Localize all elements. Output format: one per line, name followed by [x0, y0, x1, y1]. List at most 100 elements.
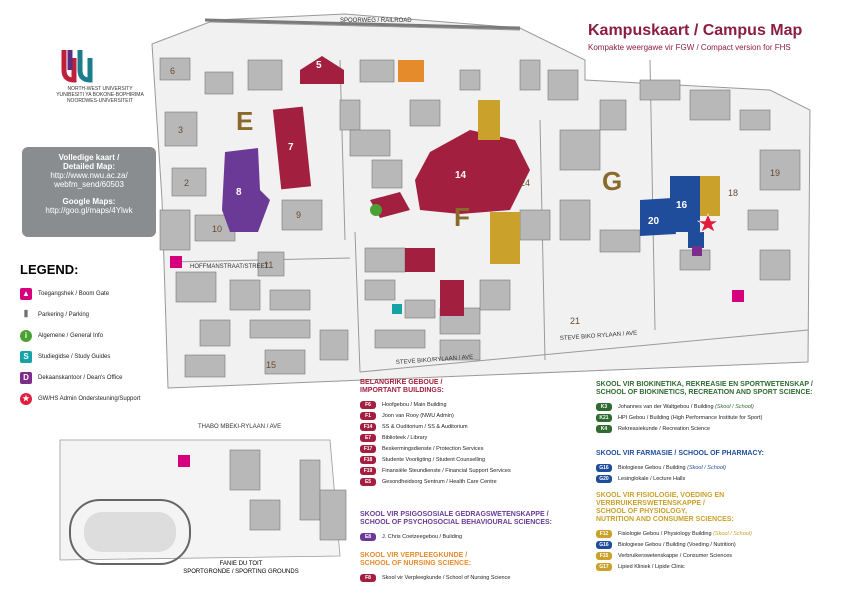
list-item: F17 Beskermingsdienste / Protection Servi… [360, 443, 590, 454]
building-label-extra: (Skool / School) [715, 403, 754, 410]
legend-item-parking: ⦀ Parkering / Parking [20, 304, 180, 325]
building-label: Finansiële Steundienste / Financial Supp… [382, 467, 511, 474]
label-building-11: 11 [264, 260, 273, 270]
label-building-2: 2 [184, 178, 189, 188]
label-building-8: 8 [236, 187, 242, 198]
legend-label: Dekaanskantoor / Dean's Office [38, 374, 123, 381]
label-building-21-right: 21 [570, 316, 580, 326]
physiology-section: SKOOL VIR FISIOLOGIE, VOEDING EN VERBRUI… [596, 492, 846, 572]
legend-title: LEGEND: [20, 262, 79, 277]
building-label: Beskermingsdienste / Protection Services [382, 445, 484, 452]
building-code-badge: F6 [360, 400, 376, 409]
building-code-badge: F1 [360, 411, 376, 420]
building-12 [405, 248, 435, 272]
google-maps-url[interactable]: http://goo.gl/maps/4Ylwk [45, 206, 133, 215]
page-subtitle: Kompakte weergawe vir FGW / Compact vers… [588, 43, 791, 52]
building-code-badge: G16 [596, 540, 612, 549]
page-title: Kampuskaart / Campus Map [588, 22, 803, 39]
building-label: Rekreasiekunde / Recreation Science [618, 425, 711, 432]
legend-label: Toegangshek / Boom Gate [38, 290, 110, 297]
building-label: HPI Gebou / Building (High Performance I… [618, 414, 763, 421]
deans-office-marker-icon[interactable] [692, 246, 702, 256]
building-code-badge: F8 [360, 573, 376, 582]
zone-e: E [236, 106, 253, 136]
label-building-10: 10 [212, 224, 222, 234]
psychosocial-section: SKOOL VIR PSIGOSOSIALE GEDRAGSWETENSKAPP… [360, 511, 600, 542]
building-17 [440, 280, 464, 316]
admin-support-icon: ★ [20, 392, 32, 405]
important-buildings-section: BELANGRIKE GEBOUE / IMPORTANT BUILDINGS:… [360, 379, 590, 487]
building-code-badge: F17 [360, 444, 376, 453]
building-code-badge: K3 [596, 402, 612, 411]
building-code-badge: G16 [596, 463, 612, 472]
building-label: Verbruikerswetenskappe / Consumer Scienc… [618, 552, 733, 559]
building-label: SS & Ouditorium / SS & Auditorium [382, 423, 468, 430]
sports-grounds-caption: SPORTGRONDE / SPORTING GROUNDS [183, 569, 299, 575]
legend-item-boom-gate: ▲ Toegangshek / Boom Gate [20, 283, 180, 304]
nwu-logo-icon [61, 50, 93, 83]
building-label: Lipied Kliniek / Lipide Clinic [618, 563, 685, 570]
building-code-badge: G20 [596, 474, 612, 483]
building-4 [478, 100, 500, 140]
label-building-5: 5 [316, 60, 322, 71]
boom-gate-icon [732, 290, 744, 302]
boom-gate-icon [170, 256, 182, 268]
sports-grounds-label: FANIE DU TOIT SPORTGRONDE / SPORTING GRO… [176, 560, 306, 576]
building-code-badge: E5 [360, 477, 376, 486]
building-15 [490, 212, 520, 264]
building-code-badge: G17 [596, 562, 612, 571]
label-building-15-left: 15 [266, 360, 276, 370]
legend-label: Parkering / Parking [38, 311, 90, 318]
info-box: Volledige kaart / Detailed Map: http://w… [22, 147, 156, 237]
building-label: Biologiese Gebou / Building [618, 464, 686, 471]
street-thabo-mbeki: THABO MBEKI-RYLAAN / AVE [198, 424, 281, 430]
building-code-badge: F18 [360, 455, 376, 464]
study-guide-icon: S [20, 350, 32, 363]
physiology-heading: SKOOL VIR FISIOLOGIE, VOEDING EN VERBRUI… [596, 492, 734, 523]
building-code-badge: E8 [360, 532, 376, 541]
street-labels: SPOORWEG / RAILROAD HOFFMANSTRAAT/STREET… [190, 18, 637, 430]
building-label: Joon van Rooy (NWU Admin) [382, 412, 454, 419]
zone-g: G [602, 166, 622, 196]
list-item: E8 J. Chris Coetzeegebou / Building [360, 531, 600, 542]
pharmacy-section: SKOOL VIR FARMASIE / SCHOOL OF PHARMACY:… [596, 450, 846, 484]
colored-buildings [120, 56, 720, 520]
street-steve-biko-1: STEVE BIKO/RYLAAN / AVE [396, 355, 474, 366]
building-8 [222, 148, 270, 232]
legend-item-deans-office: D Dekaanskantoor / Dean's Office [20, 367, 180, 388]
detailed-map-url[interactable]: http://www.nwu.ac.za/ webfm_send/60503 [50, 171, 128, 189]
building-16 [670, 176, 700, 232]
building-code-badge: K21 [596, 413, 612, 422]
building-label: Biologiese Gebou / Building (Voeding / N… [618, 541, 736, 548]
building-label: J. Chris Coetzeegebou / Building [382, 533, 463, 540]
sports-field [84, 512, 176, 552]
google-maps-label: Google Maps: [62, 197, 116, 206]
detailed-map-label: Volledige kaart / Detailed Map: [58, 153, 120, 171]
legend-item-study-guides: S Studiegidse / Study Guides [20, 346, 180, 367]
nursing-heading: SKOOL VIR VERPLEEGKUNDE / SCHOOL OF NURS… [360, 552, 472, 567]
deans-office-icon: D [20, 371, 32, 384]
street-steve-biko-2: STEVE BIKO RYLAAN / AVE [560, 331, 638, 342]
label-building-3-left: 3 [178, 125, 183, 135]
sports-grounds-name: FANIE DU TOIT [219, 561, 263, 567]
boom-gate-markers[interactable] [170, 256, 744, 467]
info-marker-icon[interactable] [370, 204, 382, 216]
building-label-extra: (Skool / School) [713, 530, 752, 537]
study-guide-marker-icon[interactable] [392, 304, 402, 314]
street-hoffman: HOFFMANSTRAAT/STREET [190, 264, 269, 270]
label-building-14: 14 [455, 170, 467, 181]
street-railroad: SPOORWEG / RAILROAD [340, 18, 412, 24]
building-code-badge: K4 [596, 424, 612, 433]
label-building-19: 19 [770, 168, 780, 178]
admin-support-marker-icon[interactable] [697, 213, 719, 233]
label-building-6: 6 [170, 66, 175, 76]
railroad-line [204, 18, 521, 30]
label-building-16: 16 [676, 200, 688, 211]
